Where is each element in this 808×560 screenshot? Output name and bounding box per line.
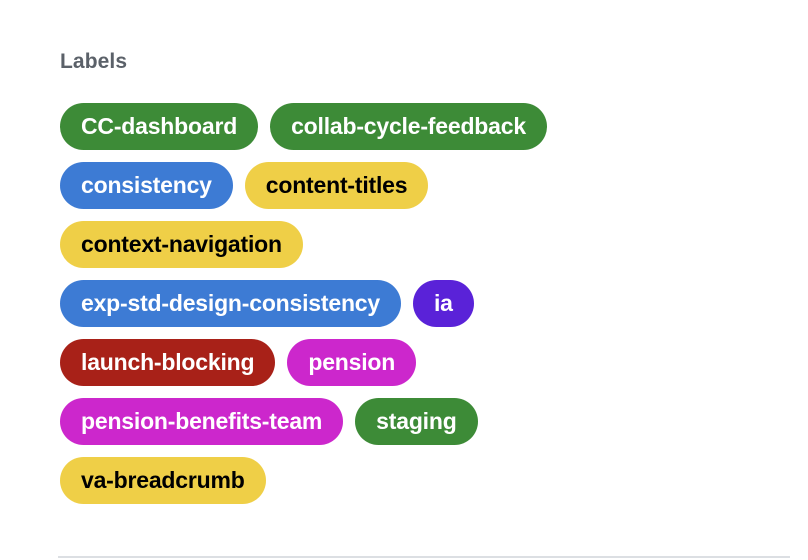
page-title: Labels	[60, 50, 128, 73]
label-chip[interactable]: collab-cycle-feedback	[270, 103, 547, 150]
label-chip[interactable]: CC-dashboard	[60, 103, 259, 150]
label-chip[interactable]: va-breadcrumb	[60, 457, 266, 504]
label-chip[interactable]: consistency	[60, 162, 233, 209]
label-chip[interactable]: ia	[412, 280, 474, 327]
label-chip[interactable]: launch-blocking	[60, 339, 276, 386]
label-chip[interactable]: content-titles	[244, 162, 429, 209]
label-row: va-breadcrumb	[60, 457, 780, 504]
label-chip[interactable]: pension-benefits-team	[60, 398, 344, 445]
label-chip[interactable]: context-navigation	[60, 221, 303, 268]
label-chip[interactable]: pension	[287, 339, 417, 386]
label-chip[interactable]: exp-std-design-consistency	[60, 280, 401, 327]
label-row: context-navigation	[60, 221, 780, 268]
label-chip[interactable]: staging	[355, 398, 478, 445]
section-divider	[58, 556, 790, 558]
